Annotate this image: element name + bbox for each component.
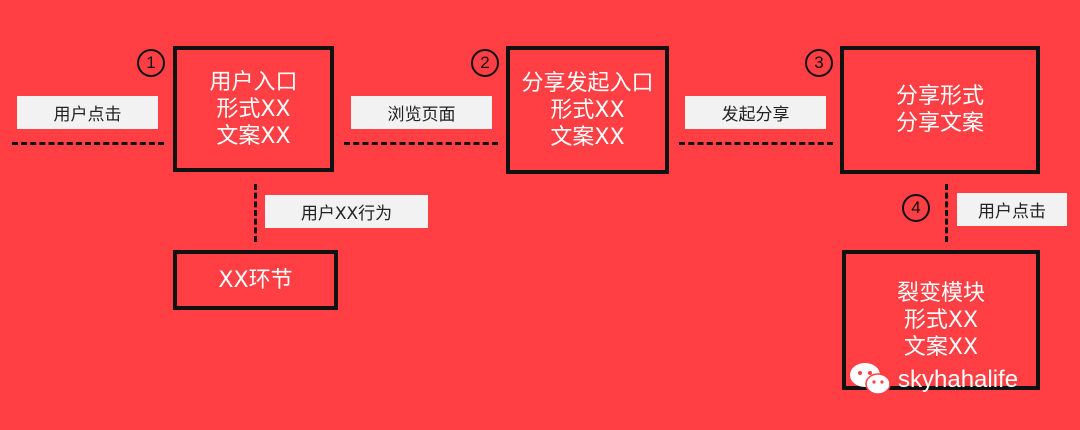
box-fission: 裂变模块 形式XX 文案XX (842, 250, 1040, 390)
label-user-click-2: 用户点击 (957, 193, 1067, 226)
step-number-2: 2 (471, 49, 499, 77)
box-fission-line-3: 文案XX (903, 334, 979, 360)
step-number-3: 3 (805, 49, 833, 77)
box-share: 分享形式 分享文案 (840, 46, 1040, 174)
box-user-entry-line-2: 形式XX (216, 96, 291, 122)
connector-line-1 (12, 142, 164, 145)
label-user-click: 用户点击 (17, 96, 158, 129)
connector-line-3 (679, 142, 833, 145)
watermark: skyhahalife (848, 360, 1018, 400)
connector-line-branch (254, 184, 257, 242)
box-share-entry-line-2: 形式XX (550, 97, 625, 123)
watermark-text: skyhahalife (898, 366, 1019, 393)
box-xx-step: XX环节 (173, 250, 338, 310)
box-share-line-1: 分享形式 (895, 84, 984, 109)
box-share-line-2: 分享文案 (895, 111, 984, 136)
box-share-entry-line-1: 分享发起入口 (521, 70, 654, 96)
connector-line-2 (344, 142, 498, 145)
step-number-1: 1 (137, 49, 165, 77)
box-share-entry-line-3: 文案XX (550, 124, 625, 150)
label-initiate-share: 发起分享 (685, 96, 826, 129)
box-user-entry-line-1: 用户入口 (209, 69, 298, 95)
wechat-icon (848, 360, 892, 400)
box-user-entry: 用户入口 形式XX 文案XX (173, 46, 334, 172)
box-user-entry-line-3: 文案XX (216, 123, 291, 149)
label-user-xx-behavior: 用户XX行为 (265, 195, 428, 228)
step-number-4: 4 (902, 194, 930, 222)
label-browse-page: 浏览页面 (351, 96, 492, 129)
box-fission-line-1: 裂变模块 (896, 280, 985, 306)
box-share-entry: 分享发起入口 形式XX 文案XX (506, 46, 669, 174)
box-xx-step-line-1: XX环节 (218, 267, 293, 293)
box-fission-line-2: 形式XX (903, 307, 979, 333)
connector-line-4 (945, 184, 948, 242)
